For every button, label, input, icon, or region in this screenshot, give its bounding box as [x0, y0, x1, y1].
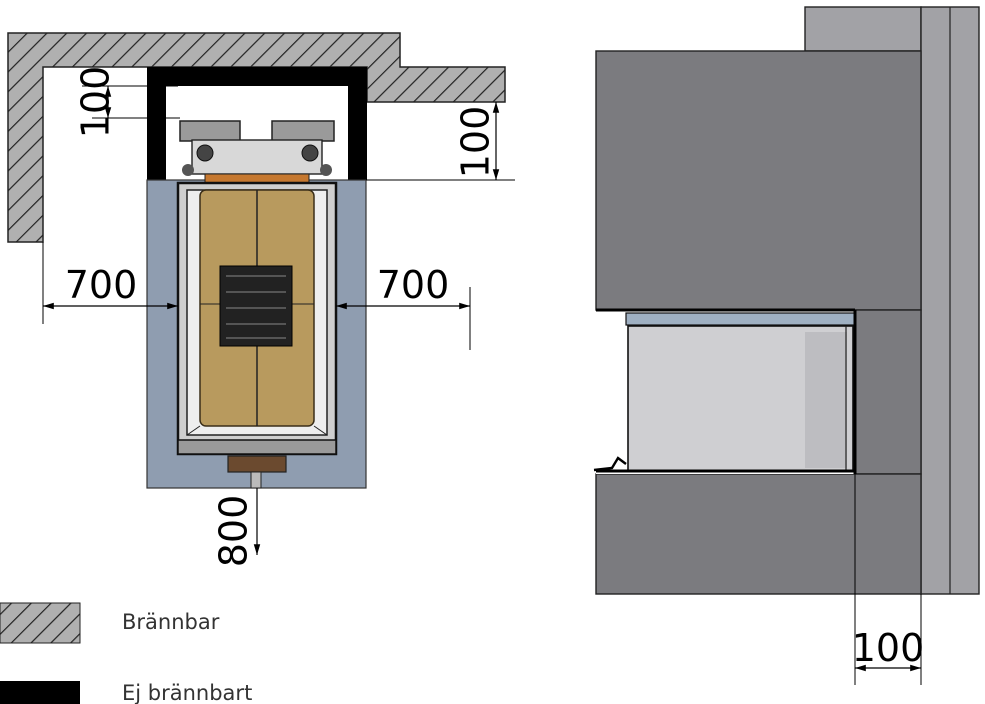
cladding-right: [854, 309, 922, 475]
dimension-back-gap: 100: [366, 102, 515, 181]
dimension-right-side: 700: [336, 263, 471, 350]
solid-black-swatch: [0, 681, 80, 704]
dimension-rear-gap: 100: [852, 474, 925, 685]
cladding-upper: [595, 50, 922, 311]
legend-item-combustible: Brännbar: [0, 602, 220, 644]
firebox-side: [593, 308, 857, 474]
dim-label-top-gap: 100: [74, 66, 118, 139]
legend: Brännbar Ej brännbart: [0, 602, 252, 704]
dimension-top-gap: 100: [74, 66, 180, 139]
non-combustible-surround: [147, 67, 367, 180]
hatched-swatch: [0, 602, 81, 644]
dim-label-front: 800: [212, 495, 256, 568]
legend-item-non-combustible: Ej brännbart: [0, 681, 252, 704]
dim-label-right-side: 700: [377, 263, 450, 307]
dimension-left-side: 700: [42, 242, 178, 324]
stove-body: [176, 181, 338, 489]
cladding-lower: [595, 473, 922, 595]
rear-mechanism: [179, 120, 335, 187]
legend-label-combustible: Brännbar: [122, 610, 220, 634]
dim-label-left-side: 700: [65, 263, 138, 307]
dim-label-rear-gap: 100: [852, 626, 925, 670]
side-view: 100: [593, 6, 980, 685]
dimension-front: 800: [212, 488, 261, 568]
top-view: 100 100 700 700 800: [7, 32, 515, 568]
dim-label-back-gap: 100: [454, 106, 498, 179]
legend-label-non-combustible: Ej brännbart: [122, 681, 252, 704]
chimney-upper: [804, 6, 922, 52]
